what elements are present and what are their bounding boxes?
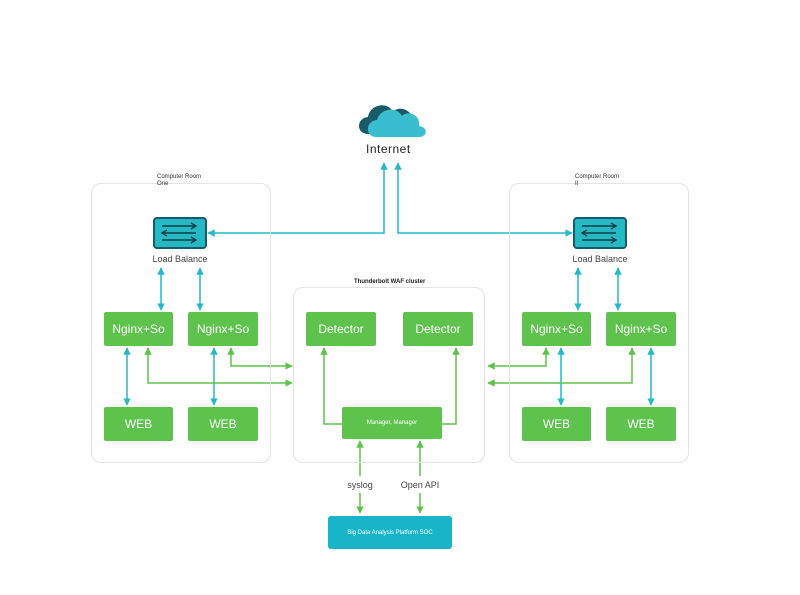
nginx-node-2: Nginx+So bbox=[188, 312, 258, 346]
web-server-4: WEB bbox=[606, 407, 676, 441]
switch-icon-two bbox=[573, 217, 627, 249]
load-balance-two-label: Load Balance bbox=[572, 254, 628, 264]
room-two-nginx-2-to-waf-line bbox=[487, 347, 636, 387]
switch-icon-one bbox=[153, 217, 207, 249]
web-server-3: WEB bbox=[522, 407, 591, 441]
computer-room-one-label: Computer Room One bbox=[157, 174, 202, 187]
load-balance-one-label: Load Balance bbox=[152, 254, 208, 264]
cloud-icon bbox=[359, 105, 426, 137]
web-server-1: WEB bbox=[104, 407, 173, 441]
detector-1: Detector bbox=[306, 312, 376, 346]
waf-cluster bbox=[293, 287, 485, 463]
internet-to-lb-two-line bbox=[394, 162, 573, 237]
manager-to-detector-1-line bbox=[320, 347, 342, 425]
nginx-node-1: Nginx+So bbox=[104, 312, 173, 346]
computer-room-two-label: Computer Room II bbox=[575, 174, 620, 187]
internet-to-lb-one-line bbox=[207, 162, 388, 237]
open-api-label: Open API bbox=[400, 480, 440, 490]
detector-2: Detector bbox=[403, 312, 473, 346]
internet-label: Internet bbox=[366, 142, 411, 156]
waf-cluster-label: Thunderbolt WAF cluster bbox=[354, 279, 426, 285]
room-one-nginx-1-to-waf-line bbox=[144, 347, 293, 387]
web-server-2: WEB bbox=[188, 407, 258, 441]
computer-room-two bbox=[509, 183, 689, 463]
nginx-node-4: Nginx+So bbox=[606, 312, 676, 346]
nginx-node-3: Nginx+So bbox=[522, 312, 591, 346]
room-one-nginx-2-to-waf-line bbox=[227, 347, 293, 370]
soc-platform: Big Data Analysis Platform SOC bbox=[328, 516, 452, 549]
manager-to-detector-2-line bbox=[442, 347, 460, 425]
manager-node: Manager, Manager bbox=[342, 407, 442, 439]
computer-room-one bbox=[91, 183, 271, 463]
syslog-label: syslog bbox=[347, 480, 373, 490]
